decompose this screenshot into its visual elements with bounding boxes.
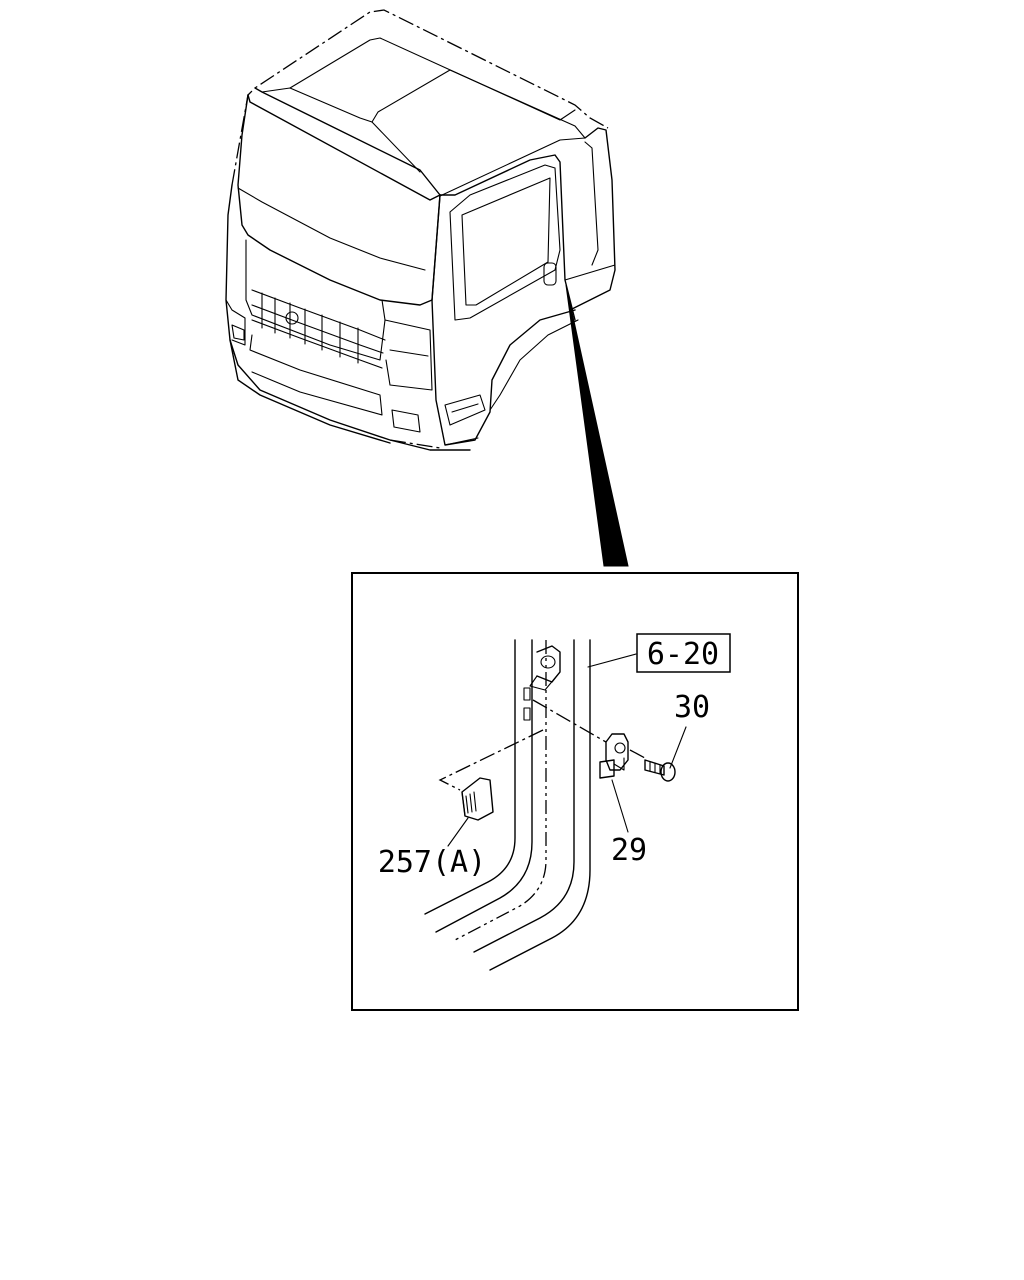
detail-view-frame xyxy=(351,572,799,1011)
callout-257a[interactable]: 257(A) xyxy=(378,845,486,880)
cap-part-257a xyxy=(461,777,494,821)
leader-257a xyxy=(447,817,469,847)
door-opening-pillar xyxy=(424,639,591,971)
alignment-line-striker xyxy=(532,699,607,743)
leader-6-20 xyxy=(587,653,637,668)
truck-cab-illustration xyxy=(225,9,616,451)
callout-29[interactable]: 29 xyxy=(611,833,647,868)
leader-30 xyxy=(669,726,687,769)
ref-label: 6-20 xyxy=(647,637,719,672)
leader-29 xyxy=(611,779,629,833)
callout-30[interactable]: 30 xyxy=(674,690,710,725)
alignment-line-cap xyxy=(438,729,544,791)
door-check-part-29 xyxy=(599,733,629,779)
callout-pointer xyxy=(565,284,629,567)
bolt-part-30 xyxy=(629,749,676,782)
door-striker-mount xyxy=(529,645,561,691)
ref-box-6-20[interactable]: 6-20 xyxy=(636,633,731,673)
